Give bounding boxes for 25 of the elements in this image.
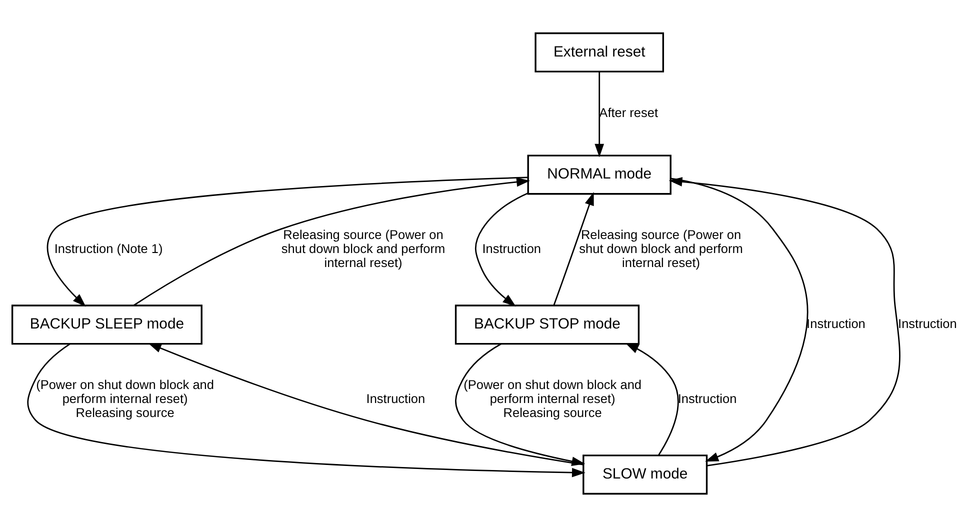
edge-label: (Power on shut down block and perform internal reset) Releasing source — [464, 377, 642, 420]
node-box: SLOW mode — [582, 454, 708, 495]
arrow — [625, 342, 679, 456]
edge-label: Instruction — [806, 316, 866, 331]
edge-label: After reset — [599, 104, 658, 120]
arrow — [148, 343, 584, 466]
arrow — [133, 177, 530, 306]
node-box: NORMAL mode — [527, 154, 672, 195]
edge-label: Instruction — [898, 316, 957, 331]
arrow — [553, 192, 594, 306]
arrow — [594, 72, 604, 158]
edge-label: (Power on shut down block and perform internal reset) Releasing source — [36, 377, 214, 420]
arrow — [670, 178, 808, 462]
node-box: External reset — [534, 32, 664, 72]
arrow — [668, 177, 900, 466]
edge-label: Instruction (Note 1) — [54, 240, 163, 256]
edge-label: Instruction — [482, 240, 542, 256]
node-box: BACKUP SLEEP mode — [11, 304, 202, 345]
edge-label: Releasing source (Power on shut down block and perform internal reset) — [281, 227, 446, 270]
node-box: BACKUP STOP mode — [454, 304, 640, 345]
arrow — [46, 176, 528, 307]
edge-label: Instruction — [366, 390, 426, 406]
edge-label: Releasing source (Power on shut down block and perform internal reset) — [579, 227, 743, 270]
edge-label: Instruction — [678, 390, 737, 406]
arrow — [474, 192, 528, 307]
